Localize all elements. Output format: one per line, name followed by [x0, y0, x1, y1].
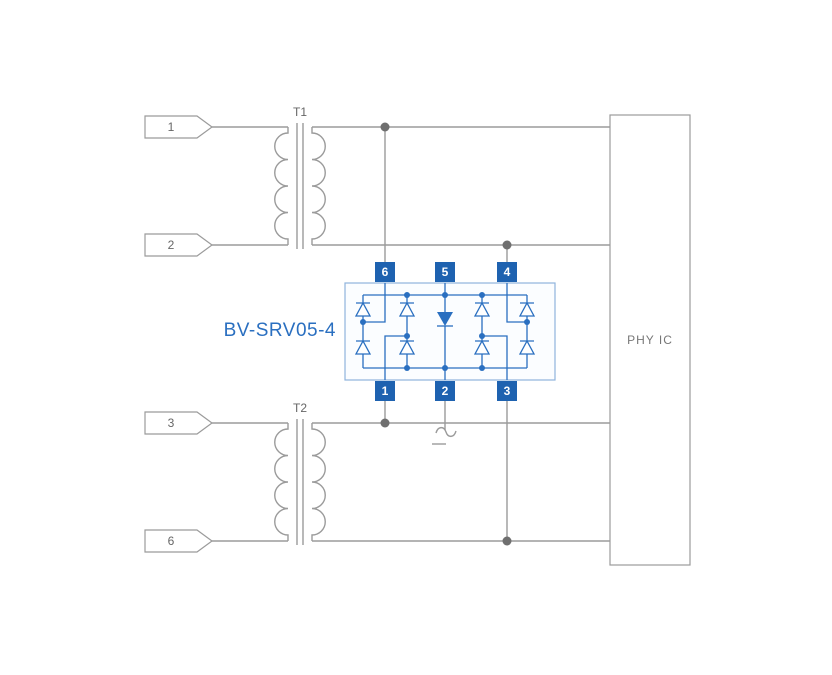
transformer-t2-label: T2	[293, 401, 308, 415]
diode-icon	[398, 339, 416, 355]
phy-ic-box	[609, 114, 691, 566]
tvs-pin-2-badge: 2	[435, 381, 455, 401]
diode-icon	[354, 301, 372, 317]
junction-dot	[502, 536, 512, 546]
connector-pin-1-shape	[144, 115, 214, 139]
tvs-chip-outline	[344, 282, 556, 381]
t1-core	[296, 123, 304, 249]
connector-pin-1-label: 1	[167, 120, 175, 134]
tvs-pin-3-badge: 3	[497, 381, 517, 401]
tvs-pin3-internal	[482, 335, 508, 380]
junction-dot	[380, 122, 390, 132]
t2-core	[296, 419, 304, 545]
t1-primary-coil	[274, 127, 289, 245]
tvs-pin6-internal	[363, 283, 386, 323]
tvs-internal-schematic	[354, 283, 536, 380]
t1-secondary-coil	[311, 127, 326, 245]
diode-icon	[398, 301, 416, 317]
ground-symbol-icon	[432, 426, 457, 445]
left-connectors	[144, 115, 214, 553]
diode-icon	[473, 301, 491, 317]
diode-icon	[518, 301, 536, 317]
tvs-pin-4-badge: 4	[497, 262, 517, 282]
connector-pin-2-label: 2	[167, 238, 175, 252]
junction-dots	[380, 122, 512, 546]
connector-pin-3-shape	[144, 411, 214, 435]
phy-ic-label: PHY IC	[627, 333, 673, 347]
diode-icon	[354, 339, 372, 355]
tvs-pin-1-badge: 1	[375, 381, 395, 401]
transformer-t1-symbol	[274, 123, 326, 249]
junction-dot	[380, 418, 390, 428]
junction-dot	[502, 240, 512, 250]
tvs-pin1-internal	[384, 335, 407, 380]
wire-tvs-drops	[384, 127, 508, 541]
tvs-pin-6-badge: 6	[375, 262, 395, 282]
diode-icon	[518, 339, 536, 355]
connector-pin-6-shape	[144, 529, 214, 553]
tvs-part-number-label: BV-SRV05-4	[223, 320, 336, 341]
transformer-t2-symbol	[274, 419, 326, 545]
wire-pin-leads	[212, 126, 288, 542]
wire-secondary-lines	[312, 126, 610, 542]
connector-pin-6-label: 6	[167, 534, 175, 548]
connector-pin-3-label: 3	[167, 416, 175, 430]
tvs-node-dots	[360, 292, 530, 371]
connector-pin-2-shape	[144, 233, 214, 257]
zener-diode-icon	[437, 312, 453, 326]
t2-secondary-coil	[311, 423, 326, 541]
tvs-pin4-internal	[506, 283, 527, 323]
wires	[212, 126, 610, 542]
transformer-t1-label: T1	[293, 105, 308, 119]
t2-primary-coil	[274, 423, 289, 541]
tvs-pin-5-badge: 5	[435, 262, 455, 282]
diode-icon	[473, 339, 491, 355]
